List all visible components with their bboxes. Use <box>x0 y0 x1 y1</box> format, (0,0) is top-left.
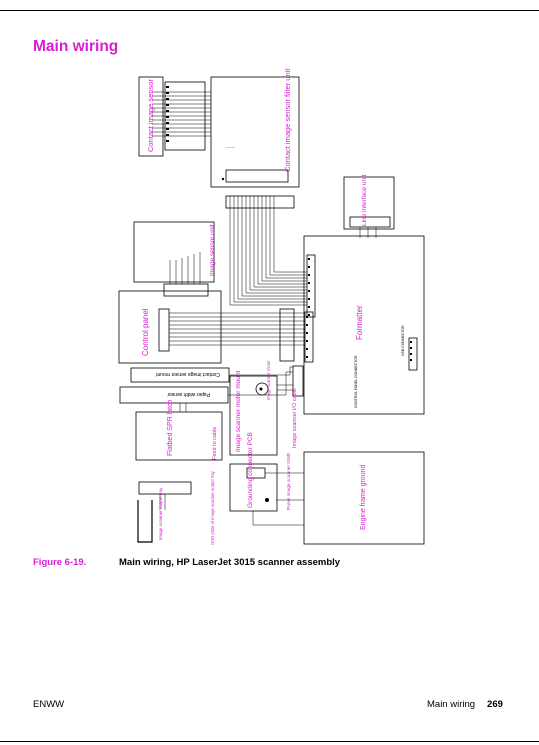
grounding-pcb-box <box>229 463 278 512</box>
line-interface-unit-box <box>343 176 395 230</box>
output-tray-plate <box>137 500 153 543</box>
control-panel-box <box>118 290 222 364</box>
svg-text:···: ··· <box>312 259 315 263</box>
label-cis-filter-unit: Contact image sensor filter unit <box>283 68 292 172</box>
label-io-cable: Image scanner I/O cable <box>292 388 298 448</box>
label-formatter: Formatter <box>355 305 364 340</box>
bottom-rule <box>0 741 539 742</box>
figure-label: Figure 6-19. <box>33 557 87 568</box>
footer-left: ENWW <box>33 699 65 710</box>
page-number: 269 <box>487 699 503 710</box>
top-rule <box>0 10 539 11</box>
page-title: Main wiring <box>33 38 119 55</box>
svg-text:———: ——— <box>226 145 235 149</box>
label-cis-mount: Contact image sensor mount <box>155 371 220 377</box>
label-usb-connector: USB CONNECTOR <box>401 325 405 356</box>
label-gnd-output-tray: GND plate of image scanner output tray <box>210 470 215 545</box>
label-grounding-pcb: Grounding connector PCB <box>247 432 254 508</box>
label-paper-width-sensor: Paper width sensor <box>167 391 210 397</box>
label-control-panel: Control panel <box>141 308 150 356</box>
footer-section: Main wiring <box>427 699 476 710</box>
label-output-tray: Image scanner output tray <box>158 487 163 540</box>
contact-image-sensor-box <box>138 76 164 157</box>
label-image-sensor-unit: Image sensor unit <box>209 224 216 276</box>
image-sensor-unit-box <box>133 221 215 283</box>
label-panel-gnd: Panel image scanner GND <box>286 452 292 510</box>
label-engine-frame-ground: Engine frame ground <box>360 465 367 530</box>
footer-right: Main wiring 269 <box>427 699 503 710</box>
motor-mount-box <box>229 375 278 456</box>
label-flatbed-spr-latch: Flatbed SPR latch <box>167 399 174 456</box>
engine-frame-ground-box <box>303 451 425 545</box>
output-tray-connector-box <box>138 481 192 495</box>
label-feed-to-cable: Feed to cable <box>212 427 218 460</box>
figure-caption: Main wiring, HP LaserJet 3015 scanner as… <box>119 557 341 568</box>
label-line-interface-unit: Line interface unit <box>361 174 368 226</box>
label-control-panel-connector: CONTROL PANEL CONNECTOR <box>354 355 358 408</box>
label-motor: Image scanner motor <box>266 360 271 400</box>
formatter-box <box>303 235 425 415</box>
label-contact-image-sensor: Contact image sensor <box>146 79 155 152</box>
flatbed-spr-latch-box <box>135 411 223 461</box>
label-motor-mount: Image scanner motor mount <box>235 371 242 452</box>
